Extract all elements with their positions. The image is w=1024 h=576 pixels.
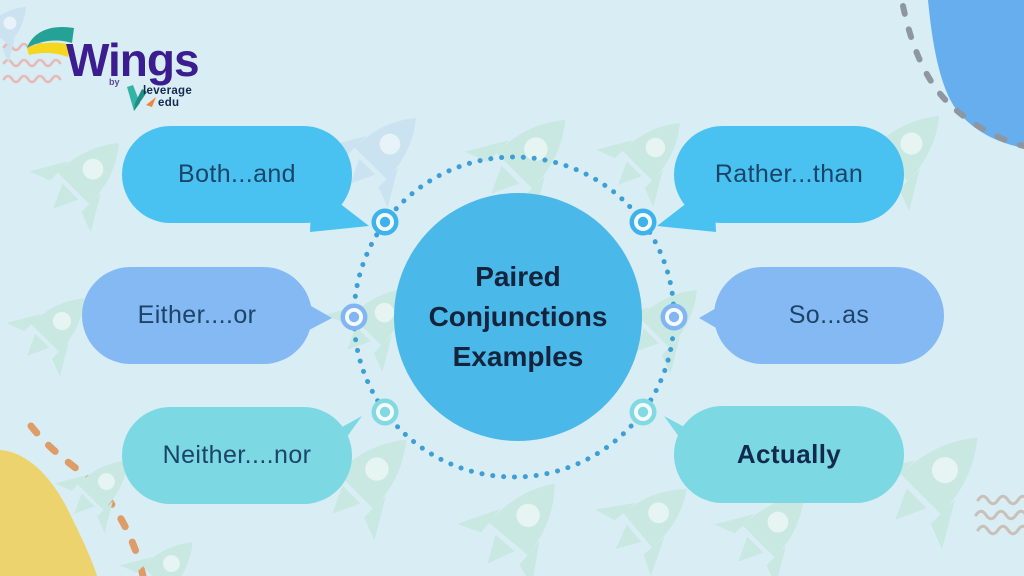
center-title-line: Conjunctions (428, 301, 608, 332)
dashed-curve-top-right (900, 3, 1024, 149)
connector-node-middle-right (660, 303, 688, 331)
corner-blob-top-right (928, 0, 1024, 148)
book-icon (127, 85, 147, 111)
center-circle: Paired Conjunctions Examples (394, 193, 642, 441)
wing-icon (27, 26, 74, 57)
bubble-label: Both...and (178, 160, 296, 188)
bubble-so-as: So...as (714, 267, 944, 364)
bubble-label: Either....or (137, 301, 257, 329)
wings-logo: Wings by leverage edu (0, 0, 220, 120)
connector-node-bottom-left (371, 398, 399, 426)
bubble-label: So...as (788, 301, 870, 329)
byline: by (109, 77, 120, 87)
center-title-line: Examples (452, 341, 584, 372)
leverage-text: leverage (143, 85, 193, 97)
bubble-either-or: Either....or (82, 267, 312, 364)
bubble-neither-nor: Neither....nor (122, 407, 352, 504)
connector-node-top-left (371, 208, 399, 236)
connector-node-bottom-right (629, 398, 657, 426)
bubble-label: Rather...than (714, 160, 864, 188)
zigzag-lines-bottom-right (974, 494, 1024, 536)
connector-node-middle-left (340, 303, 368, 331)
bubble-label: Neither....nor (162, 441, 312, 469)
dashed-curve-bottom-left (27, 422, 147, 576)
rocket-glyph-icon (146, 97, 156, 107)
rocket-icon (114, 517, 218, 576)
corner-blob-bottom-left (0, 450, 97, 576)
bubble-label: Actually (736, 439, 842, 469)
bubble-both-and: Both...and (122, 126, 352, 223)
connector-node-top-right (629, 208, 657, 236)
brand-name: Wings (66, 34, 200, 86)
bubble-rather-than: Rather...than (674, 126, 904, 223)
bubble-actually: Actually (674, 406, 904, 503)
center-title-line: Paired (475, 261, 561, 292)
edu-text: edu (158, 97, 180, 109)
